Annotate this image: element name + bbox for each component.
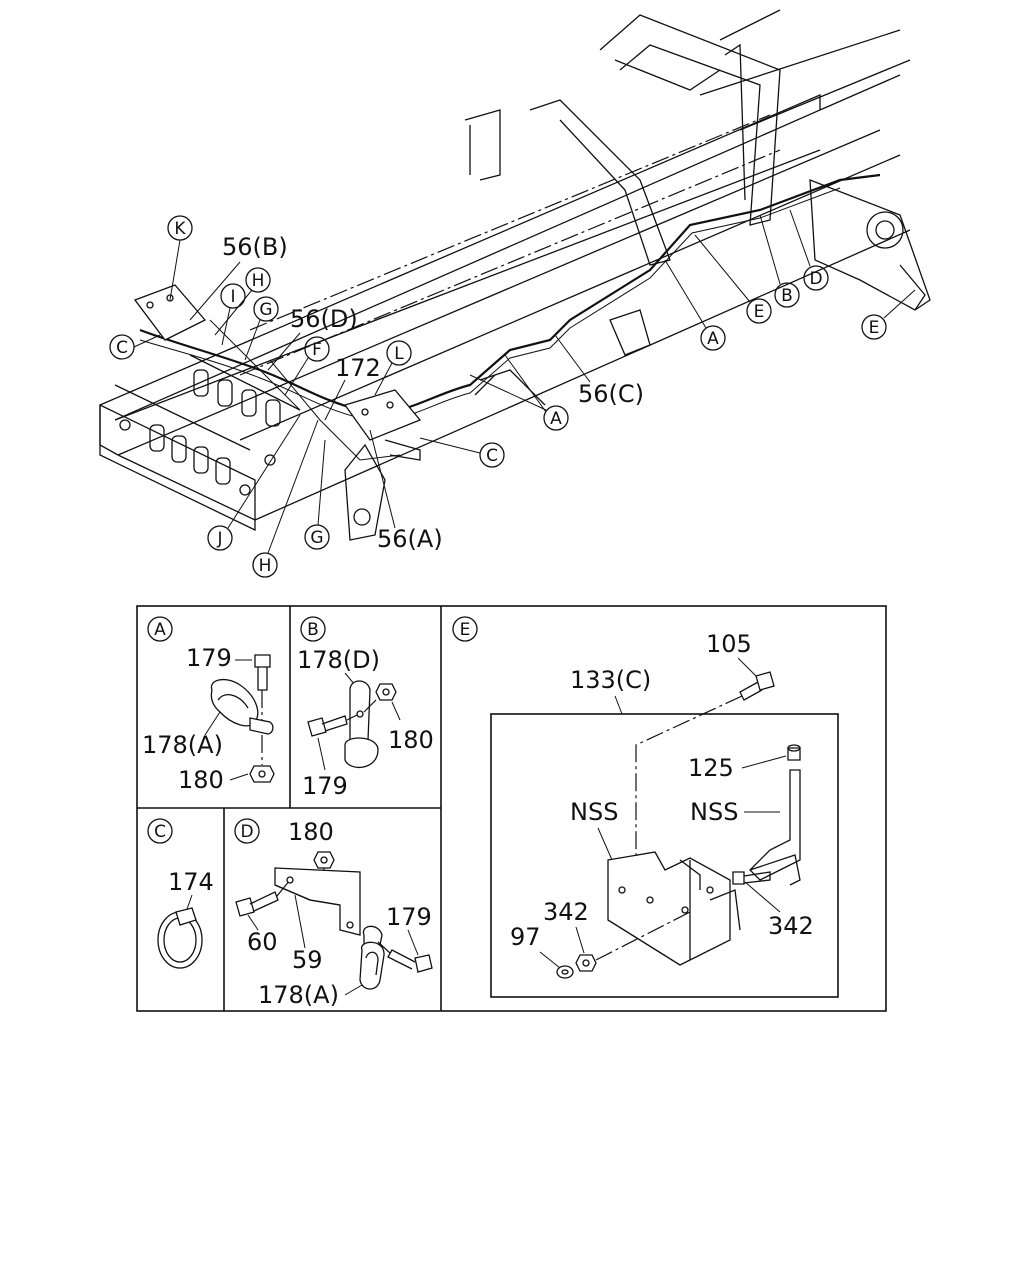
svg-text:56(C): 56(C) [578, 380, 644, 408]
svg-text:178(A): 178(A) [142, 731, 223, 759]
svg-text:179: 179 [186, 644, 232, 672]
svg-text:56(D): 56(D) [290, 305, 358, 333]
svg-text:H: H [259, 556, 272, 576]
callout-56c: 56(C) [554, 334, 644, 408]
svg-text:174: 174 [168, 868, 214, 896]
svg-text:133(C): 133(C) [570, 666, 651, 694]
svg-text:59: 59 [292, 946, 323, 974]
svg-text:E: E [460, 620, 471, 640]
callout-a-mid: A [469, 354, 569, 431]
detail-panels-frame [136, 605, 887, 1012]
svg-text:A: A [154, 620, 166, 640]
svg-text:342: 342 [768, 912, 814, 940]
callout-i-top: I [220, 283, 246, 346]
svg-text:L: L [394, 344, 404, 364]
svg-text:G: G [310, 528, 323, 548]
svg-text:K: K [174, 219, 186, 239]
svg-text:F: F [312, 340, 322, 360]
callout-h-bottom: H [252, 419, 319, 578]
detail-panel-c: C 174 [147, 818, 214, 969]
callout-f: F [284, 336, 330, 396]
callout-a-right: A [664, 259, 726, 351]
svg-text:D: D [809, 269, 822, 289]
svg-text:179: 179 [386, 903, 432, 931]
svg-text:56(B): 56(B) [222, 233, 288, 261]
svg-text:E: E [754, 302, 765, 322]
svg-text:97: 97 [510, 923, 541, 951]
svg-text:B: B [781, 286, 793, 306]
svg-text:NSS: NSS [570, 798, 618, 826]
callout-56d: 56(D) [267, 305, 358, 371]
junction-block-l [343, 389, 422, 461]
callout-b-right: B [759, 214, 800, 308]
svg-text:105: 105 [706, 630, 752, 658]
detail-panel-b: B 178(D) 180 179 [297, 616, 434, 800]
callout-h-top: H [214, 267, 271, 336]
svg-text:H: H [252, 271, 265, 291]
callout-d-right: D [789, 209, 829, 291]
svg-text:56(A): 56(A) [377, 525, 443, 553]
callout-56b: 56(B) [189, 233, 288, 321]
callout-c-mid: C [419, 437, 505, 468]
svg-text:NSS: NSS [690, 798, 738, 826]
svg-text:178(D): 178(D) [297, 646, 380, 674]
svg-text:G: G [259, 300, 272, 320]
svg-text:172: 172 [335, 354, 381, 382]
svg-text:180: 180 [288, 818, 334, 846]
cross-member-holes [119, 369, 281, 496]
junction-block-k [133, 284, 207, 341]
callout-g-bottom: G [304, 439, 330, 550]
svg-text:125: 125 [688, 754, 734, 782]
svg-text:180: 180 [178, 766, 224, 794]
svg-text:179: 179 [302, 772, 348, 800]
callout-c-left: C [109, 334, 161, 360]
svg-text:60: 60 [247, 928, 278, 956]
callout-l: L [374, 340, 412, 396]
callout-k: K [167, 215, 193, 301]
callout-172: 172 [324, 354, 381, 421]
callout-g-top: G [244, 296, 279, 361]
svg-text:A: A [707, 329, 719, 349]
svg-text:C: C [154, 822, 166, 842]
svg-text:D: D [240, 822, 253, 842]
svg-text:C: C [486, 446, 498, 466]
callout-e-right: E [694, 234, 772, 324]
callout-j: J [207, 414, 301, 551]
detail-panel-a: A 179 178(A) 180 [142, 616, 275, 794]
callout-56a: 56(A) [369, 429, 443, 553]
svg-text:E: E [869, 318, 880, 338]
svg-text:C: C [116, 338, 128, 358]
chassis-frame-illustration [99, 9, 931, 541]
detail-panel-d: D 180 59 60 178(A) 179 [234, 818, 433, 1009]
callout-e-far: E [861, 289, 916, 340]
svg-text:178(A): 178(A) [258, 981, 339, 1009]
svg-text:342: 342 [543, 898, 589, 926]
svg-text:J: J [216, 529, 222, 549]
svg-text:180: 180 [388, 726, 434, 754]
detail-panel-e: E 105 133(C) NSS 125 NSS 342 [452, 616, 839, 998]
svg-text:I: I [230, 287, 235, 307]
svg-text:B: B [307, 620, 319, 640]
svg-text:A: A [550, 409, 562, 429]
